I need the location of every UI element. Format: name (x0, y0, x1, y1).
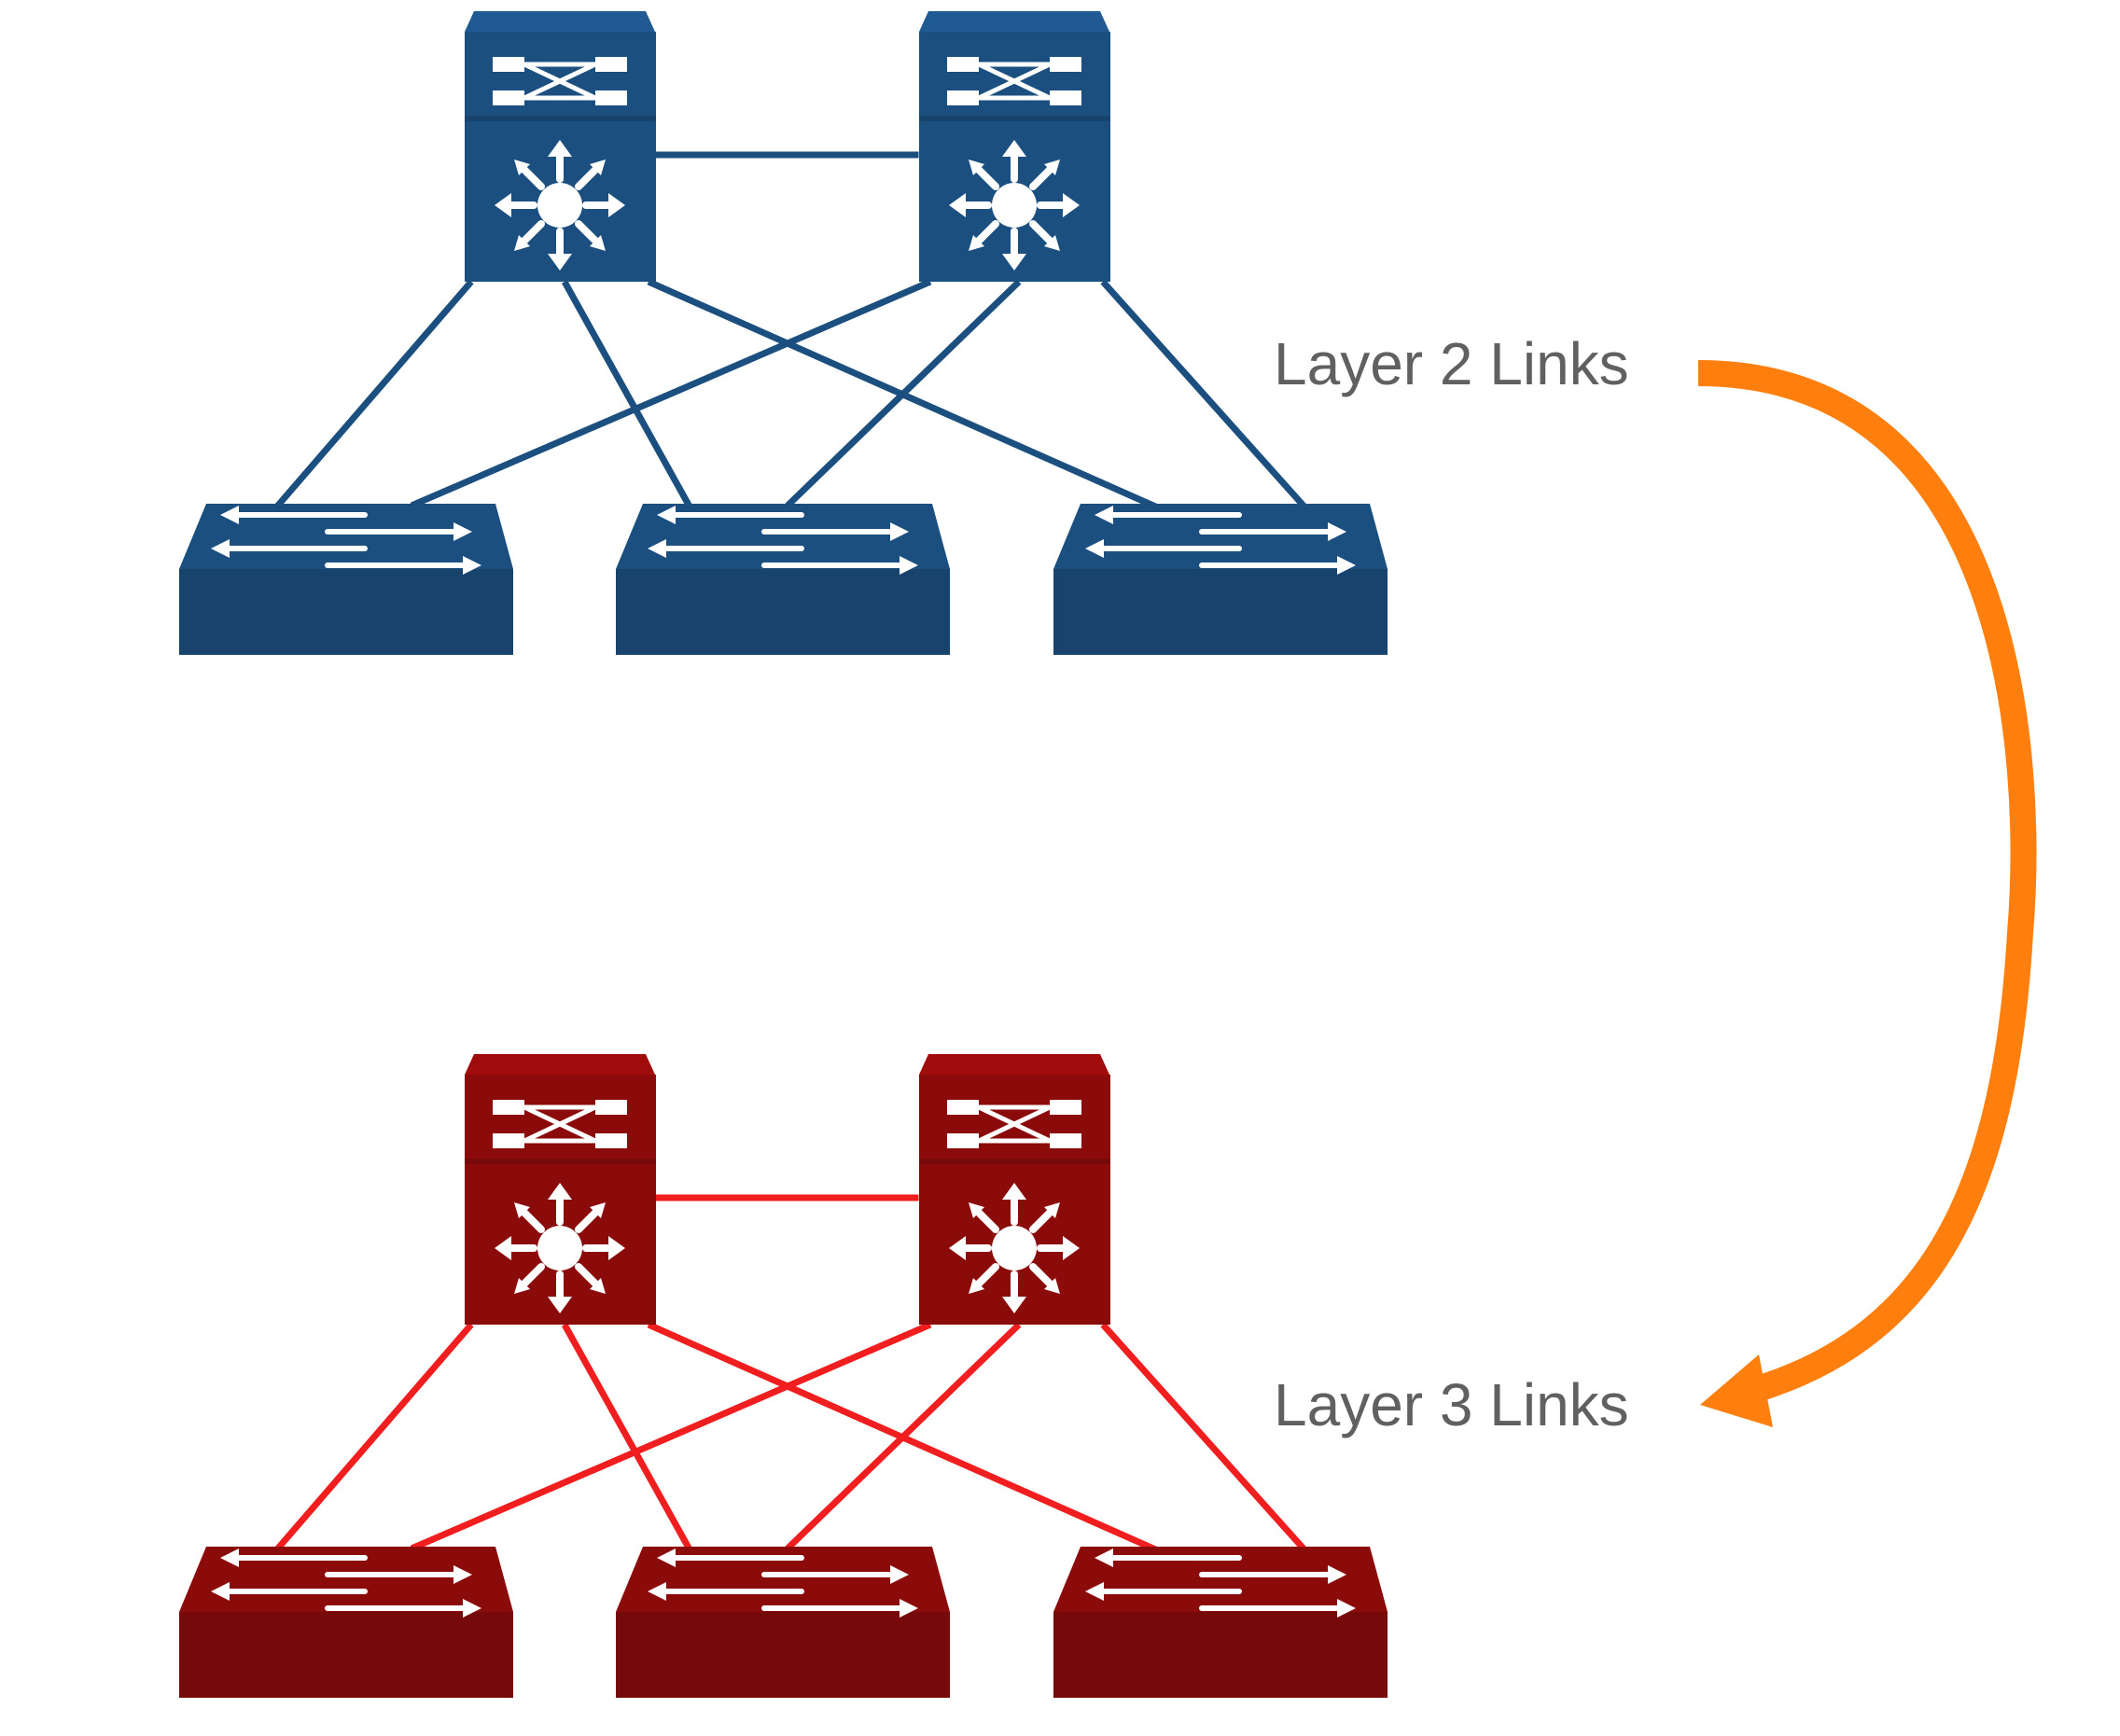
link-core-left-access-right (647, 278, 1180, 521)
layer2-access-left-switch (179, 504, 513, 655)
links-layer2 (273, 151, 1321, 534)
layer3-access-middle-switch (616, 1547, 950, 1698)
layer2-core-left-switch (465, 11, 656, 282)
layer-3-links-label: Layer 3 Links (1274, 1371, 1629, 1438)
link-core-left-access-right (647, 1321, 1180, 1563)
link-core-left-access-left (273, 279, 474, 510)
link-core-right-access-left (410, 278, 932, 509)
arrowhead-icon (1700, 1354, 1773, 1427)
link-core-right-access-right (1100, 1322, 1321, 1568)
links-layer3 (273, 1194, 1321, 1576)
link-core-right-access-middle (785, 279, 1022, 508)
link-core-right-access-left (410, 1321, 932, 1552)
layer2-core-right-switch (919, 11, 1110, 282)
layer3-access-right-switch (1053, 1547, 1388, 1698)
transition-arrow (1697, 360, 2037, 1427)
link-core-right-access-right (1100, 279, 1321, 525)
link-core-left-access-left (273, 1322, 474, 1553)
router-icon (949, 140, 1080, 271)
layer2-access-middle-switch (616, 504, 950, 655)
layer3-core-left-switch (465, 1054, 656, 1325)
link-core-right-access-middle (785, 1322, 1022, 1551)
layer-2-links-label: Layer 2 Links (1274, 330, 1629, 397)
router-icon (949, 1183, 1080, 1313)
layer3-access-left-switch (179, 1547, 513, 1698)
layer2-access-right-switch (1053, 504, 1388, 655)
router-icon (495, 1183, 625, 1313)
router-icon (495, 140, 625, 271)
layer3-core-right-switch (919, 1054, 1110, 1325)
